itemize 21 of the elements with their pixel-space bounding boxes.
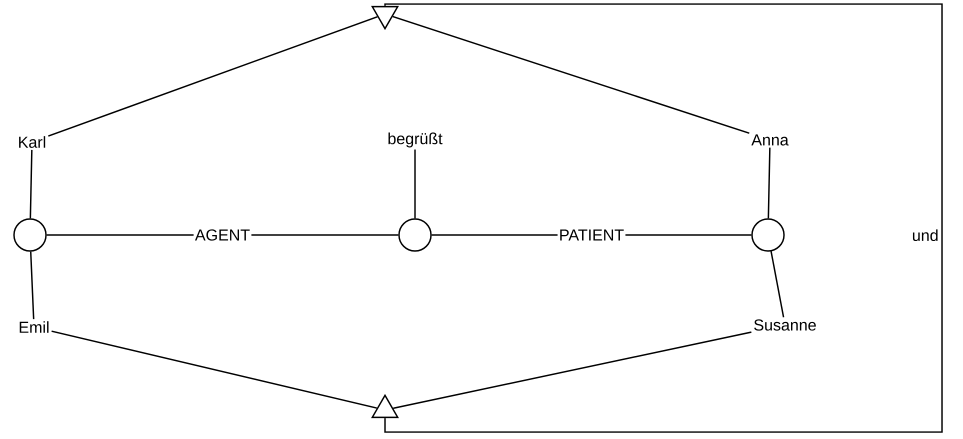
node-label: Karl <box>19 136 46 148</box>
connector-line <box>393 331 752 409</box>
connector-line <box>392 16 750 134</box>
connector-line <box>30 150 33 218</box>
connector-line <box>770 251 784 318</box>
connector-line <box>768 148 771 218</box>
circle-symbol <box>398 218 432 252</box>
connector-line <box>48 16 378 137</box>
connector-line <box>30 252 34 320</box>
connector-line <box>384 3 943 433</box>
edge-label: PATIENT <box>560 230 624 240</box>
edge-label: AGENT <box>194 229 250 241</box>
circle-symbol <box>13 218 47 252</box>
node-label: Anna <box>751 134 789 146</box>
connector-line <box>414 150 416 218</box>
node-label: begrüßt <box>388 132 442 148</box>
node-label: Emil <box>20 321 48 333</box>
circle-symbol <box>751 218 785 252</box>
node-label: Susanne <box>754 319 816 331</box>
connector-line <box>51 330 377 409</box>
edge-label: und <box>912 229 938 242</box>
